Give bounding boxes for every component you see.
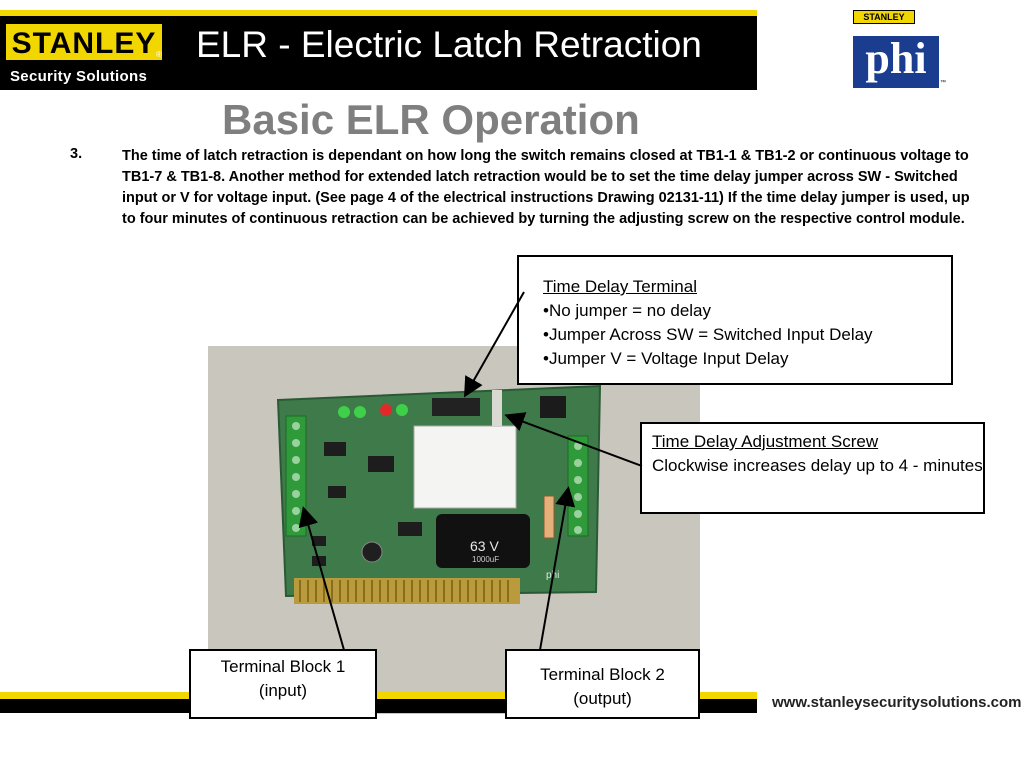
callout-line: (output) bbox=[573, 689, 632, 708]
terminal-block-1-callout: Terminal Block 1 (input) bbox=[189, 649, 377, 719]
stanley-mini-logo: STANLEY bbox=[853, 10, 915, 24]
callout-heading: Time Delay Terminal bbox=[543, 277, 697, 296]
adjustment-screw-callout: Time Delay Adjustment Screw Clockwise in… bbox=[640, 422, 985, 514]
callout-line: (input) bbox=[258, 681, 308, 700]
stanley-security-solutions-logo: STANLEY ® Security Solutions bbox=[4, 22, 164, 88]
step-number: 3. bbox=[70, 146, 83, 162]
capacitor-sublabel: 1000uF bbox=[472, 555, 499, 564]
phi-logo: phi bbox=[853, 36, 939, 88]
slide-title: Basic ELR Operation bbox=[222, 96, 640, 143]
trademark-mark: ™ bbox=[940, 80, 946, 86]
stanley-logo-word: STANLEY bbox=[4, 22, 164, 62]
registered-mark: ® bbox=[156, 50, 162, 59]
callout-body: Clockwise increases delay up to 4 - minu… bbox=[652, 456, 983, 475]
website-url: www.stanleysecuritysolutions.com bbox=[772, 694, 1022, 711]
stanley-logo-subtitle: Security Solutions bbox=[10, 68, 148, 85]
callout-item: •Jumper V = Voltage Input Delay bbox=[543, 349, 789, 368]
capacitor-label: 63 V bbox=[470, 538, 499, 554]
terminal-block-2-callout: Terminal Block 2 (output) bbox=[505, 649, 700, 719]
header-title: ELR - Electric Latch Retraction bbox=[196, 24, 702, 65]
callout-item: •Jumper Across SW = Switched Input Delay bbox=[543, 325, 873, 344]
footer-accent-stripe bbox=[0, 692, 757, 699]
header-accent-stripe bbox=[0, 10, 757, 16]
time-delay-terminal-callout: Time Delay Terminal •No jumper = no dela… bbox=[517, 255, 953, 385]
board-mark: phi bbox=[546, 570, 559, 581]
callout-heading: Time Delay Adjustment Screw bbox=[652, 432, 879, 451]
callout-line: Terminal Block 2 bbox=[540, 665, 665, 684]
callout-line: Terminal Block 1 bbox=[220, 657, 346, 676]
step-paragraph: The time of latch retraction is dependan… bbox=[122, 148, 970, 227]
callout-item: •No jumper = no delay bbox=[543, 301, 712, 320]
